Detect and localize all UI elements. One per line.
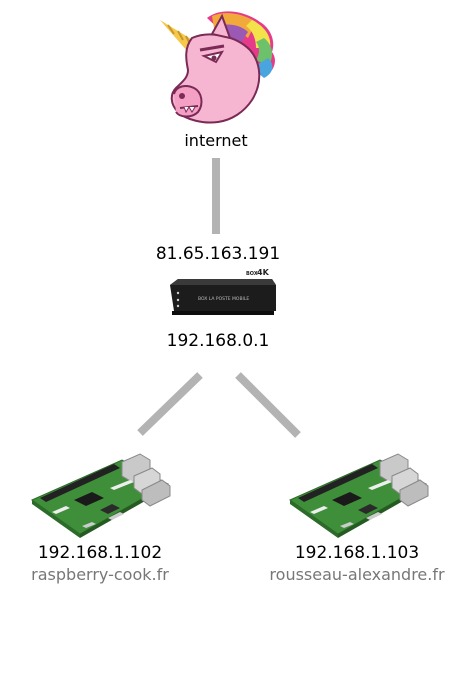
raspberry-pi-icon (30, 453, 171, 538)
unicorn-icon (160, 11, 275, 124)
raspberry-pi-icon (288, 453, 429, 538)
pi-right-hostname: rousseau-alexandre.fr (269, 565, 445, 584)
router-private-ip: 192.168.0.1 (166, 331, 270, 351)
pi-right-ip: 192.168.1.103 (294, 543, 420, 563)
router-public-ip: 81.65.163.191 (155, 244, 281, 264)
svg-text:BOX LA POSTE MOBILE: BOX LA POSTE MOBILE (198, 296, 249, 302)
svg-text:4K: 4K (257, 268, 270, 277)
connector-router-pi-left (137, 372, 203, 436)
router-box-icon: BOX 4K BOX LA POSTE MOBILE (170, 268, 276, 315)
pi-left-ip: 192.168.1.102 (37, 543, 163, 563)
connector-router-pi-right (235, 372, 301, 438)
svg-text:BOX: BOX (246, 271, 258, 277)
internet-label: internet (184, 131, 248, 150)
pi-left-hostname: raspberry-cook.fr (31, 565, 169, 584)
